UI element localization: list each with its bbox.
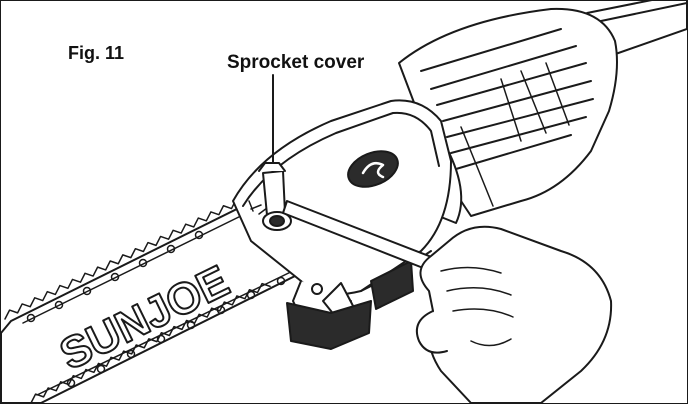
motor-housing bbox=[398, 7, 618, 224]
direction-arrow bbox=[248, 200, 262, 212]
hex-wrench bbox=[258, 162, 448, 276]
logo-badge bbox=[347, 150, 399, 188]
sprocket-cover-callout: Sprocket cover bbox=[227, 52, 365, 73]
lower-housing bbox=[286, 260, 414, 350]
saw-chain bbox=[4, 192, 286, 403]
figure-label: Fig. 11 bbox=[68, 43, 125, 63]
gloved-hand bbox=[415, 225, 613, 403]
